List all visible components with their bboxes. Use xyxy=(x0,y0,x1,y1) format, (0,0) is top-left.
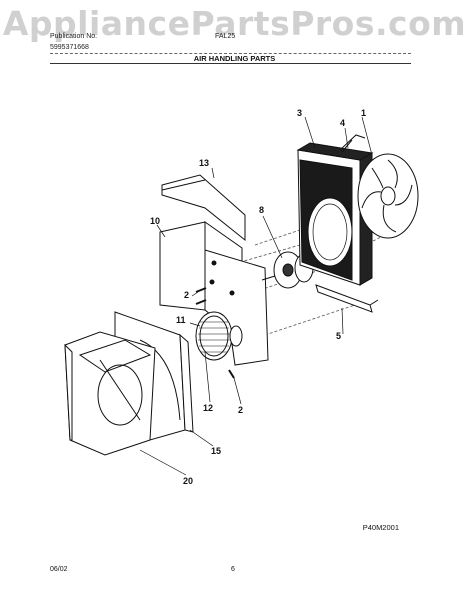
callout-10: 10 xyxy=(150,216,160,226)
watermark: AppliancePartsPros.com xyxy=(2,4,467,43)
drawing-code: P40M2001 xyxy=(362,523,399,532)
callout-2-upper: 2 xyxy=(184,290,189,300)
callout-1: 1 xyxy=(361,108,366,118)
fan-blade xyxy=(357,153,419,239)
header-rule-dashed xyxy=(50,53,411,54)
scroll-housing xyxy=(159,221,269,366)
callout-4: 4 xyxy=(340,118,345,128)
footer-page: 6 xyxy=(231,566,235,573)
orifice-panel xyxy=(296,142,374,286)
callout-3: 3 xyxy=(297,108,302,118)
model-prefix: FAL25 xyxy=(215,33,236,40)
callout-13: 13 xyxy=(199,158,209,168)
callout-20: 20 xyxy=(183,476,193,486)
callout-12: 12 xyxy=(203,403,213,413)
callout-15: 15 xyxy=(211,446,221,456)
part-number: 5995371668 xyxy=(50,44,89,51)
callout-11: 11 xyxy=(176,315,186,325)
callout-8: 8 xyxy=(259,205,264,215)
footer-date: 06/02 xyxy=(50,566,68,573)
page-title: AIR HANDLING PARTS xyxy=(193,54,276,63)
screw-icons xyxy=(195,287,235,379)
top-cover xyxy=(161,174,246,242)
motor-mount-bracket xyxy=(315,284,379,313)
callout-2-lower: 2 xyxy=(238,405,243,415)
front-grille xyxy=(64,331,156,456)
callout-5: 5 xyxy=(336,331,341,341)
header-rule xyxy=(50,63,411,64)
publication-label: Publication No. xyxy=(50,33,98,40)
gasket xyxy=(339,134,366,153)
leader-lines xyxy=(139,116,373,476)
